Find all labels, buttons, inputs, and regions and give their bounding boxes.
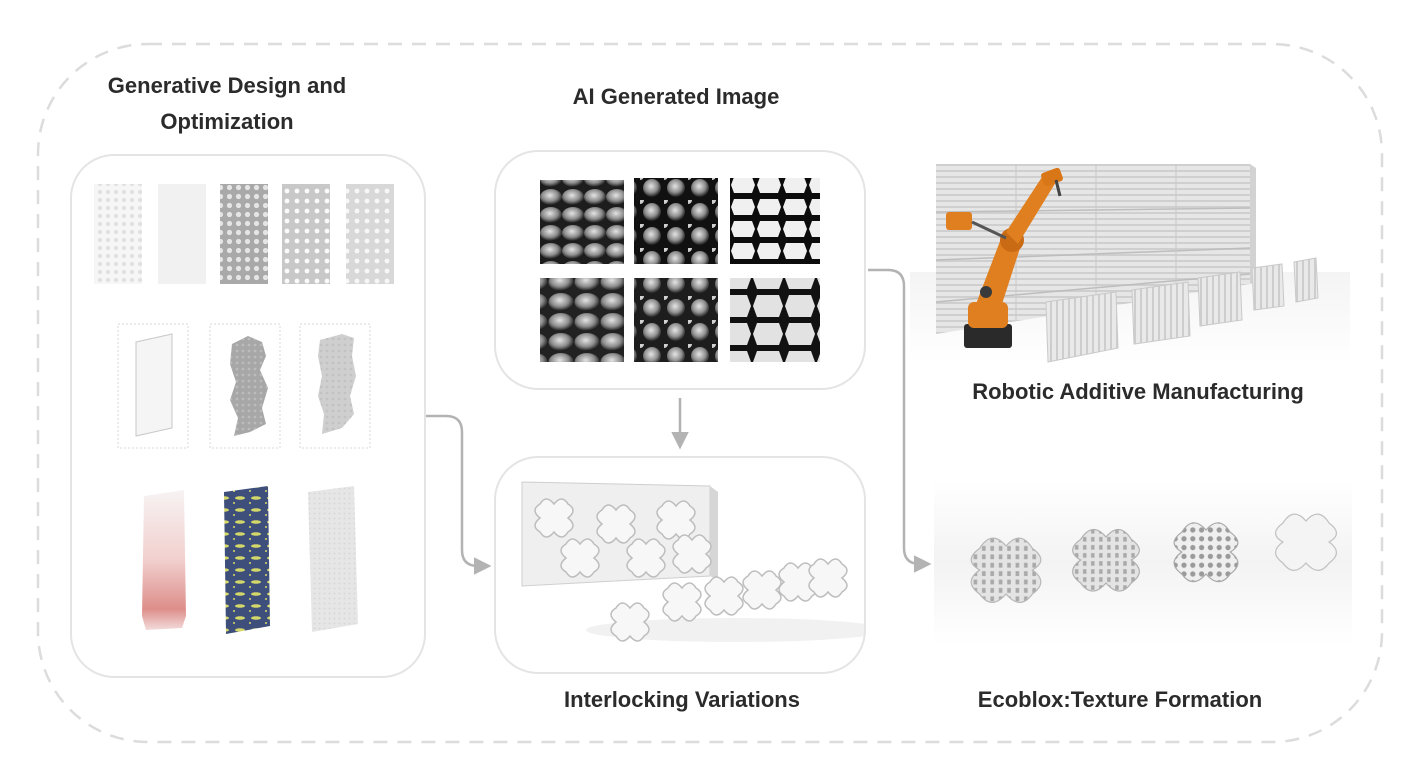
ai-texture-4	[540, 278, 624, 362]
ecoblox-block-2	[1072, 528, 1140, 592]
variant-pink-gradient-slab	[142, 490, 186, 630]
variant-frame-1	[117, 323, 189, 449]
variant-frame-3	[299, 323, 371, 449]
ai-image-panel	[494, 150, 866, 390]
ecoblox-texture-render	[934, 480, 1352, 644]
generative-title-line2: Optimization	[160, 109, 294, 134]
ecoblox-block-4	[1274, 513, 1338, 571]
generative-design-title: Generative Design and Optimization	[60, 68, 394, 140]
connector-ai-to-ecoblox	[868, 268, 932, 573]
ecoblox-texture-title: Ecoblox:Texture Formation	[977, 687, 1263, 712]
ai-texture-6	[730, 278, 820, 362]
variant-plain-slab	[135, 333, 173, 437]
ai-texture-5	[634, 278, 718, 362]
generative-design-panel	[70, 154, 426, 678]
interlocking-blocks-render	[521, 481, 864, 642]
printed-panel-5	[1293, 257, 1319, 303]
interlocking-variations-title: Interlocking Variations	[564, 687, 800, 712]
connector-generative-to-interlocking	[426, 414, 492, 575]
robotic-manufacturing-render	[910, 164, 1350, 364]
generative-title-line1: Generative Design and	[107, 73, 347, 98]
ecoblox-block-1	[970, 537, 1042, 604]
ecoblox-block-3	[1173, 522, 1239, 583]
ai-texture-3	[730, 178, 820, 264]
generative-design-variants	[94, 184, 394, 634]
ai-texture-1	[540, 180, 624, 264]
printed-panel-2	[1131, 281, 1191, 345]
printed-panel-3	[1197, 271, 1243, 327]
variant-frame-2	[209, 323, 281, 449]
printed-panel-4	[1251, 263, 1285, 311]
printed-panel-1	[1045, 291, 1119, 363]
industrial-robot-arm	[946, 167, 1063, 348]
outer-dashed-frame	[36, 42, 1384, 744]
wall-puzzle-piece	[534, 498, 574, 538]
loose-puzzle-piece	[610, 602, 650, 642]
variant-blue-pattern-slab	[224, 486, 270, 634]
robotic-manufacturing-title: Robotic Additive Manufacturing	[972, 379, 1304, 404]
ai-generated-image-title: AI Generated Image	[572, 84, 780, 109]
ai-texture-grid	[540, 178, 820, 362]
interlocking-panel	[494, 456, 866, 674]
ai-texture-2	[634, 178, 718, 264]
variant-panel-2	[158, 184, 206, 284]
